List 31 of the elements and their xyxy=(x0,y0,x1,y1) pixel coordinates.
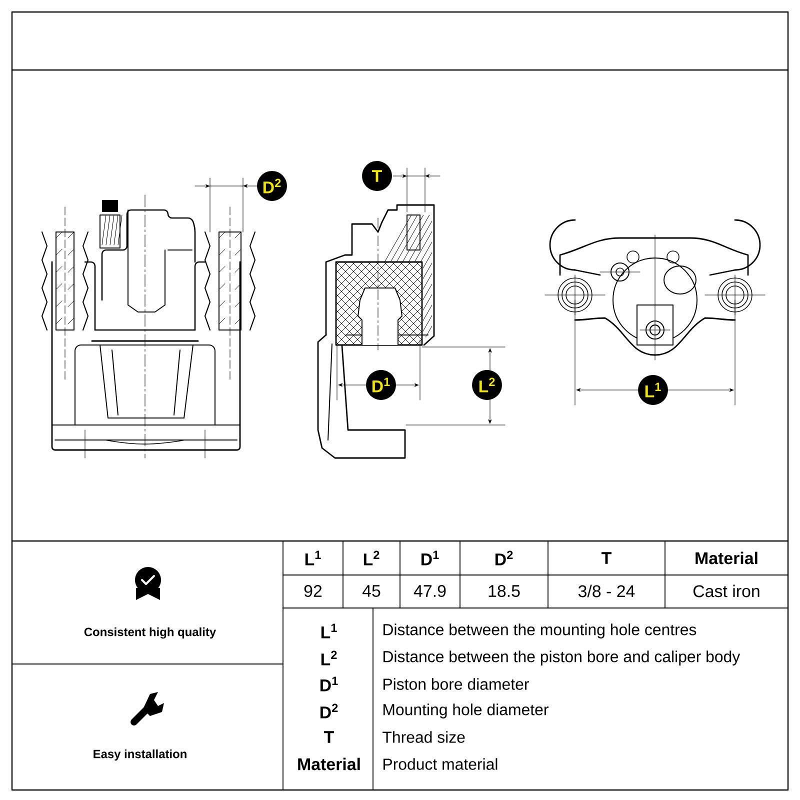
dimension-callout: L$^{1}$ xyxy=(638,375,668,405)
legend-description: Mounting hole diameter xyxy=(384,704,548,718)
legend-key: L$^{2}$ xyxy=(321,650,337,666)
dimension-callout: D$^{2}$ xyxy=(257,171,287,201)
legend-description: Piston bore diameter xyxy=(384,678,529,690)
column-header: L$^{1}$ xyxy=(305,550,321,566)
dimension-callout: L$^{2}$ xyxy=(472,370,502,400)
column-header: Material xyxy=(696,552,758,564)
table-value: 18.5 xyxy=(488,585,520,597)
legend-description: Thread size xyxy=(382,731,465,743)
feature-caption: Consistent high quality xyxy=(84,627,216,639)
table-value: 45 xyxy=(362,585,380,597)
table-value: 47.9 xyxy=(414,585,446,597)
table-value: 3/8 - 24 xyxy=(578,584,635,598)
dimension-callout: T xyxy=(362,161,392,191)
table-value: Cast iron xyxy=(693,584,760,598)
column-header: D$^{2}$ xyxy=(495,550,513,566)
legend-key: D$^{2}$ xyxy=(320,704,338,718)
feature-caption: Easy installation xyxy=(94,749,186,761)
column-header: D$^{1}$ xyxy=(421,550,439,566)
legend-key: T xyxy=(324,731,334,743)
column-header: T xyxy=(602,552,612,564)
dimension-callout: D$^{1}$ xyxy=(366,370,396,400)
legend-key: Material xyxy=(298,758,360,770)
legend-description: Distance between the mounting hole centres xyxy=(384,624,696,638)
column-header: L$^{2}$ xyxy=(364,550,380,566)
legend-description: Distance between the piston bore and caliper body xyxy=(384,650,740,666)
table-value: 92 xyxy=(304,585,322,597)
legend-key: D$^{1}$ xyxy=(320,676,338,692)
legend-description: Product material xyxy=(384,758,498,770)
legend-key: L$^{1}$ xyxy=(321,624,337,638)
